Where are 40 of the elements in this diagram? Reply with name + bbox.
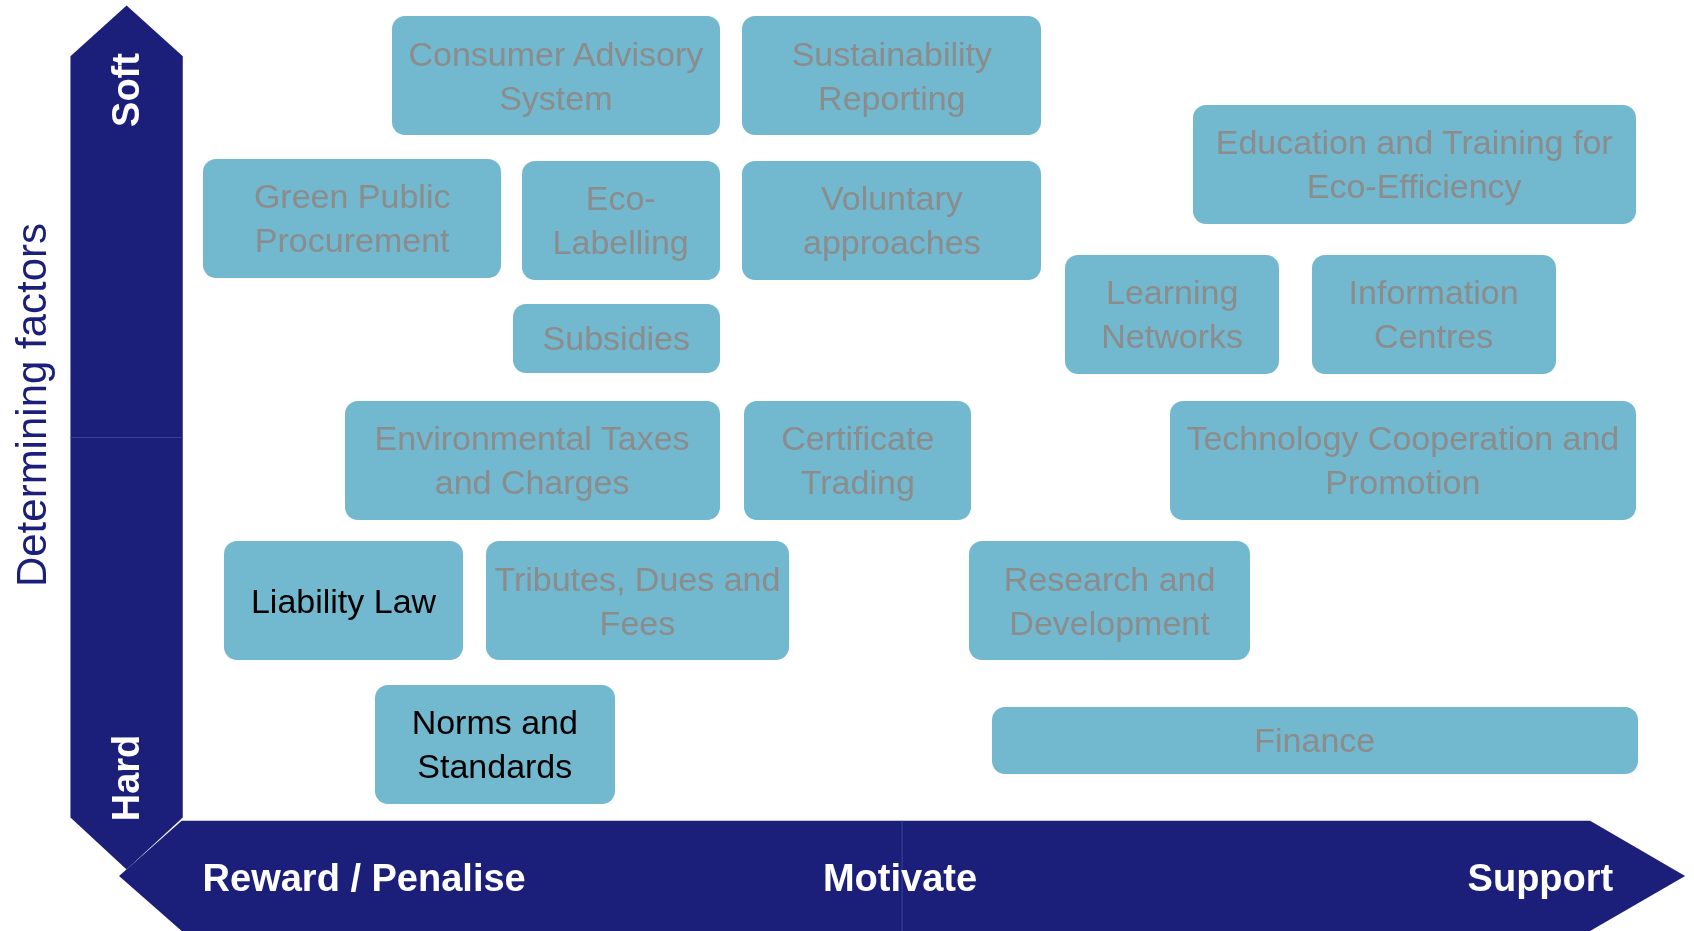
instrument-name: Environmental Taxes and Charges [373, 418, 691, 504]
instrument-name: Research and Development [1002, 558, 1217, 644]
instrument-card [969, 541, 1250, 661]
instrument-card [203, 158, 502, 278]
instrument-card [486, 541, 789, 661]
instrument-card [1065, 254, 1280, 374]
instrument-card [521, 160, 720, 280]
instrument-card [1170, 400, 1636, 520]
instrument-name: Technology Cooperation and Promotion [1185, 418, 1621, 504]
instrument-name: Voluntary approaches [802, 178, 982, 264]
instrument-name: Sustainability Reporting [790, 33, 993, 119]
instrument-name: Information Centres [1347, 272, 1520, 358]
instrument-card [742, 160, 1042, 280]
instrument-card [392, 16, 720, 136]
instrument-name: Norms and Standards [410, 702, 579, 788]
instrument-name: Liability Law [250, 580, 437, 622]
axis-end-label: Hard [106, 734, 147, 822]
instrument-card [744, 400, 972, 520]
instrument-card [344, 400, 720, 520]
instrument-name: Education and Training for Eco-Efficiency [1214, 122, 1614, 208]
instrument-name: Consumer Advisory System [407, 33, 705, 119]
instrument-card [513, 303, 720, 373]
axis-end-label: Soft [106, 52, 147, 127]
instrument-name: Tributes, Dues and Fees [493, 558, 782, 644]
instrument-card [223, 541, 464, 661]
instrument-card [742, 16, 1042, 136]
instrument-name: Subsidies [542, 318, 691, 360]
instrument-card [1192, 104, 1636, 224]
instrument-card [991, 706, 1638, 774]
axis-title: Determining factors [12, 223, 53, 588]
instrument-card [374, 684, 615, 804]
instrument-name: Learning Networks [1100, 272, 1244, 358]
instrument-name: Finance [1254, 720, 1376, 762]
instrument-card [1311, 254, 1556, 374]
instrument-name: Certificate Trading [780, 418, 936, 504]
instrument-name: Green Public Procurement [252, 176, 452, 262]
axis-end-label: Reward / Penalise [202, 858, 526, 899]
instrument-name: Eco- Labelling [551, 178, 690, 264]
axis-end-label: Support [1467, 858, 1614, 899]
axis-middle-label: Motivate [822, 858, 978, 899]
